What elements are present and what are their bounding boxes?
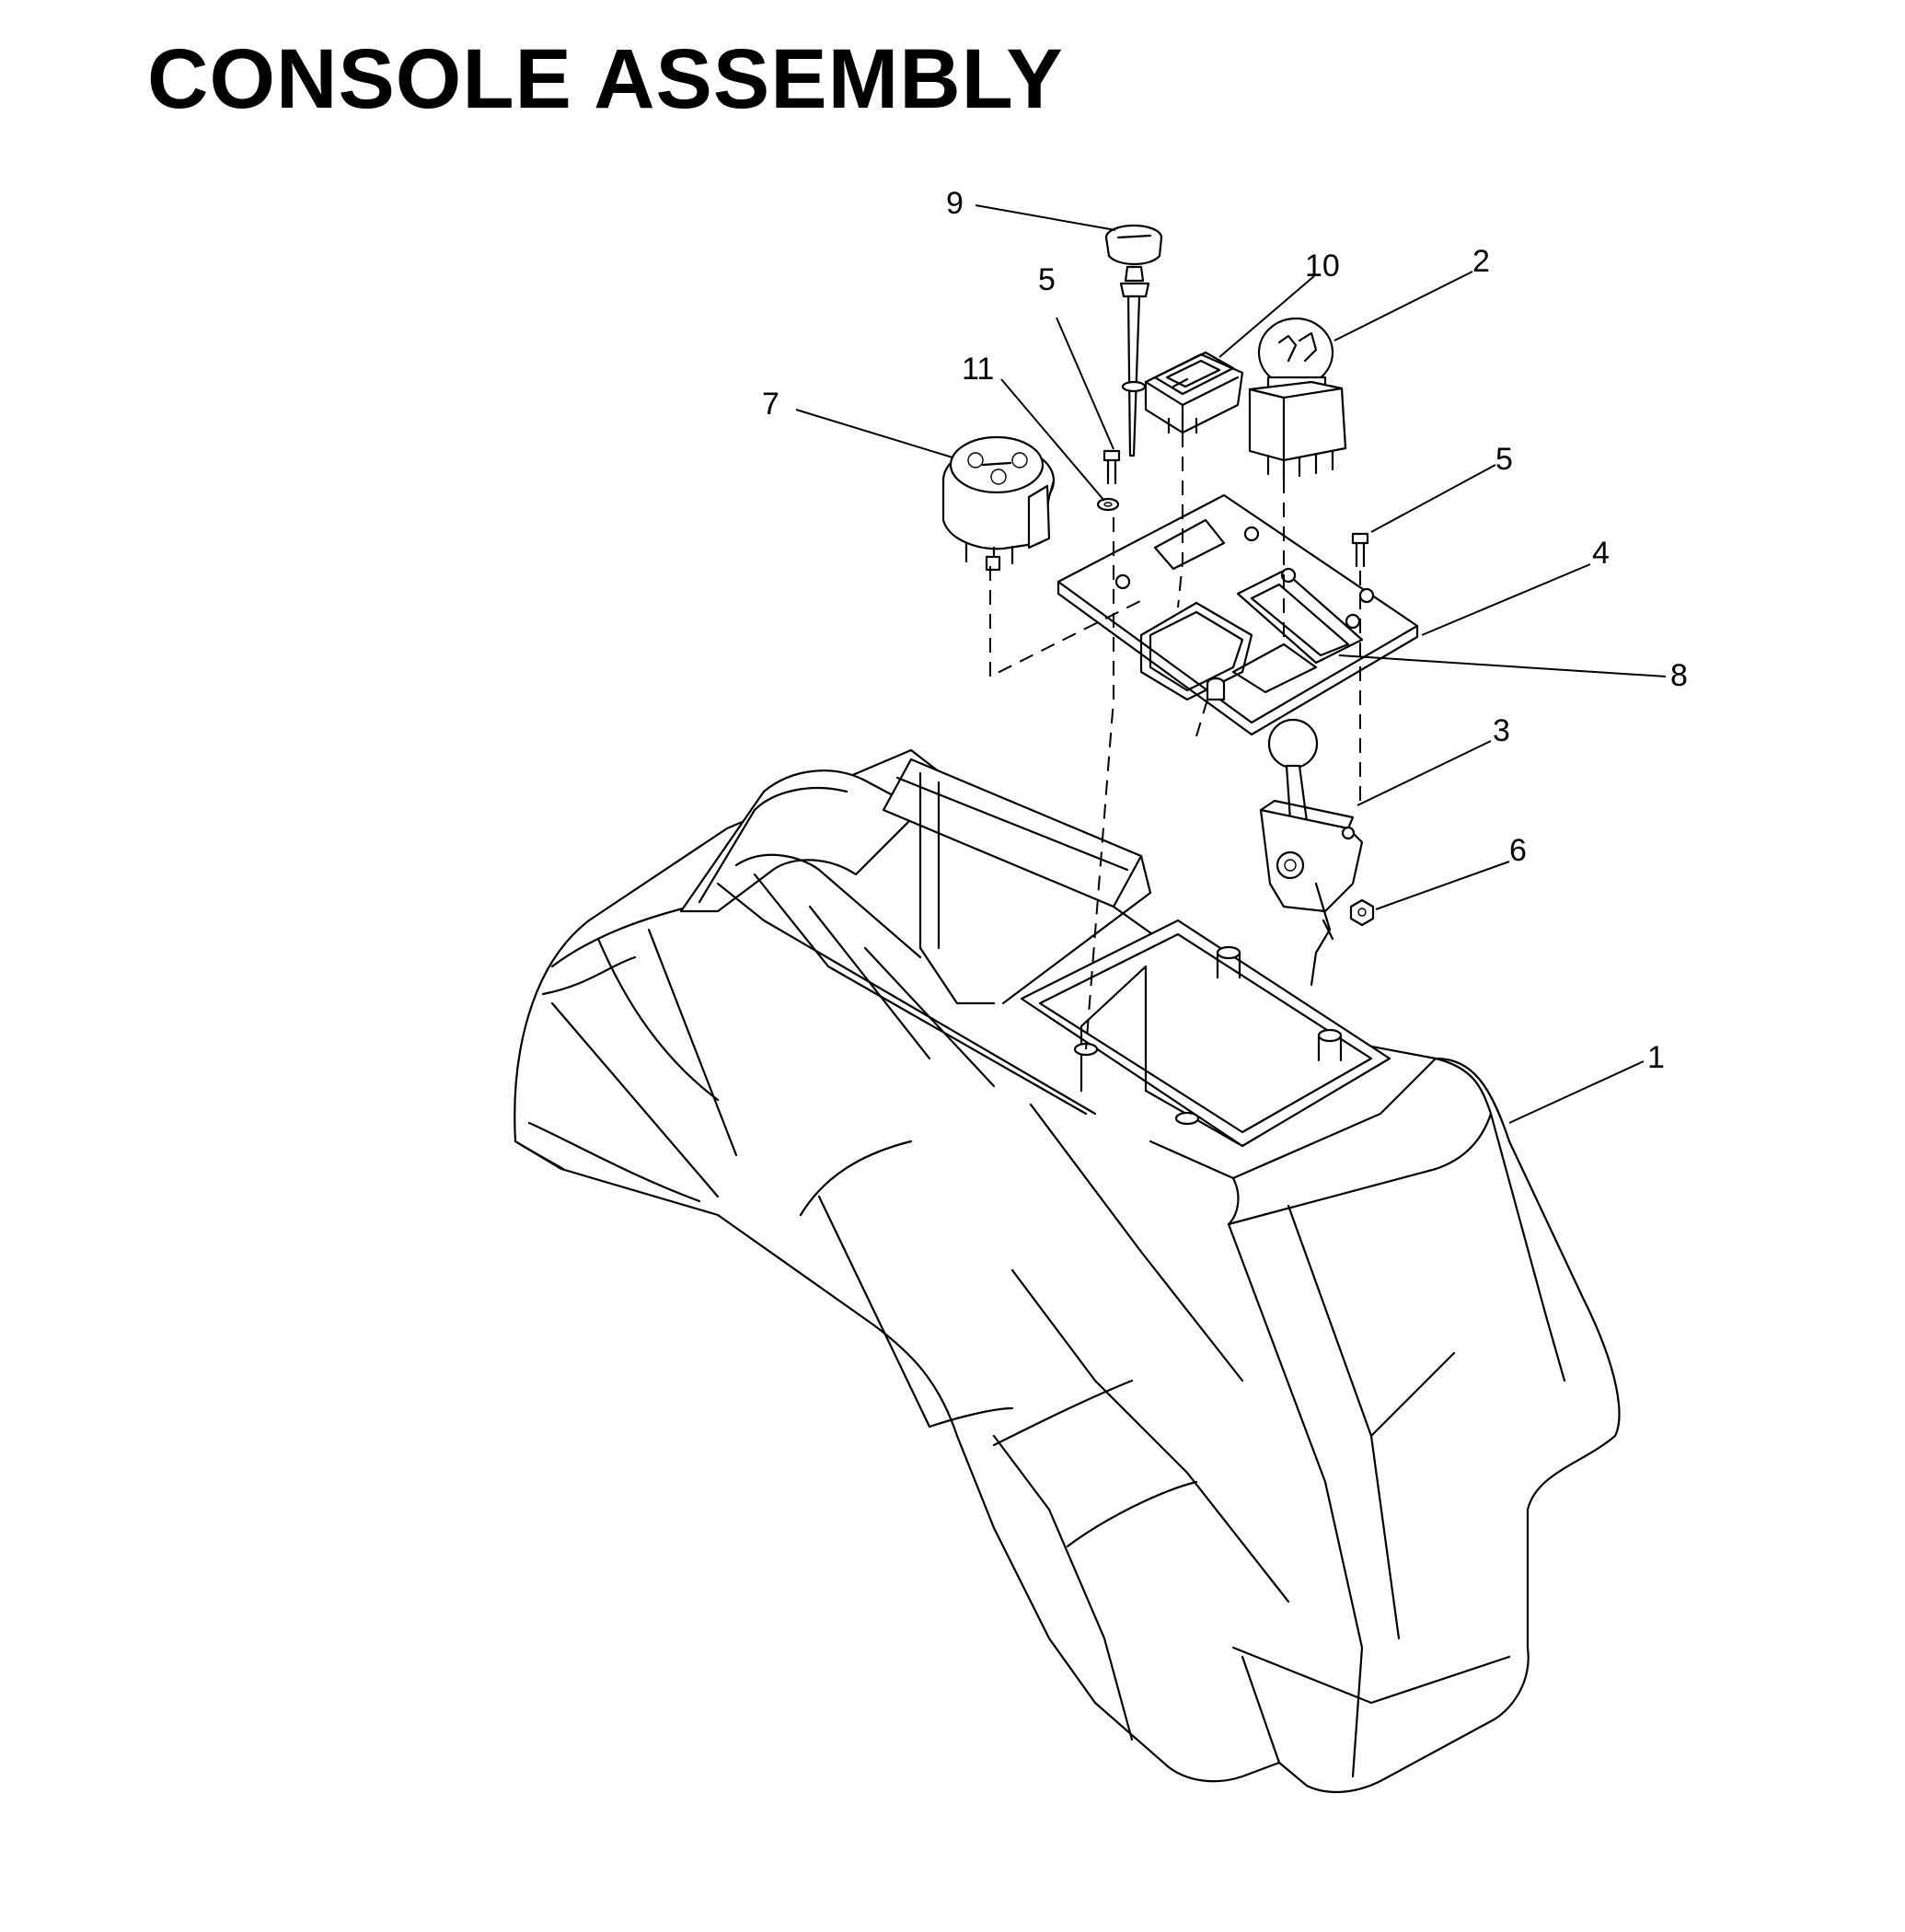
console-body bbox=[514, 748, 1621, 1793]
callout-4: 4 bbox=[1592, 536, 1610, 571]
callout-6: 6 bbox=[1509, 833, 1527, 868]
screw-right bbox=[1351, 532, 1369, 568]
screw-left bbox=[1103, 449, 1121, 485]
callout-labels: 1 2 3 4 5 5 6 7 8 9 10 11 bbox=[762, 186, 1688, 1075]
pto-knob bbox=[1104, 224, 1163, 457]
key-switch bbox=[941, 435, 1056, 572]
callout-1: 1 bbox=[1647, 1040, 1665, 1075]
callout-3: 3 bbox=[1493, 713, 1510, 748]
washer bbox=[1096, 497, 1120, 512]
callout-8: 8 bbox=[1670, 658, 1688, 693]
alignment-lines bbox=[989, 433, 1361, 1050]
page-title: CONSOLE ASSEMBLY bbox=[147, 32, 1064, 126]
callout-5-left: 5 bbox=[1038, 262, 1056, 297]
callout-10: 10 bbox=[1305, 249, 1340, 283]
rocker-switch bbox=[1144, 351, 1244, 434]
throttle-lever bbox=[1259, 718, 1364, 987]
callout-9: 9 bbox=[946, 186, 964, 221]
callout-7: 7 bbox=[762, 387, 779, 422]
hex-nut bbox=[1349, 898, 1375, 927]
leader-lines bbox=[795, 204, 1667, 1124]
switch-plate bbox=[1056, 493, 1419, 736]
callout-2: 2 bbox=[1472, 244, 1490, 279]
pto-switch bbox=[1248, 317, 1347, 480]
callout-11: 11 bbox=[962, 352, 994, 387]
callout-5-right: 5 bbox=[1495, 442, 1513, 477]
